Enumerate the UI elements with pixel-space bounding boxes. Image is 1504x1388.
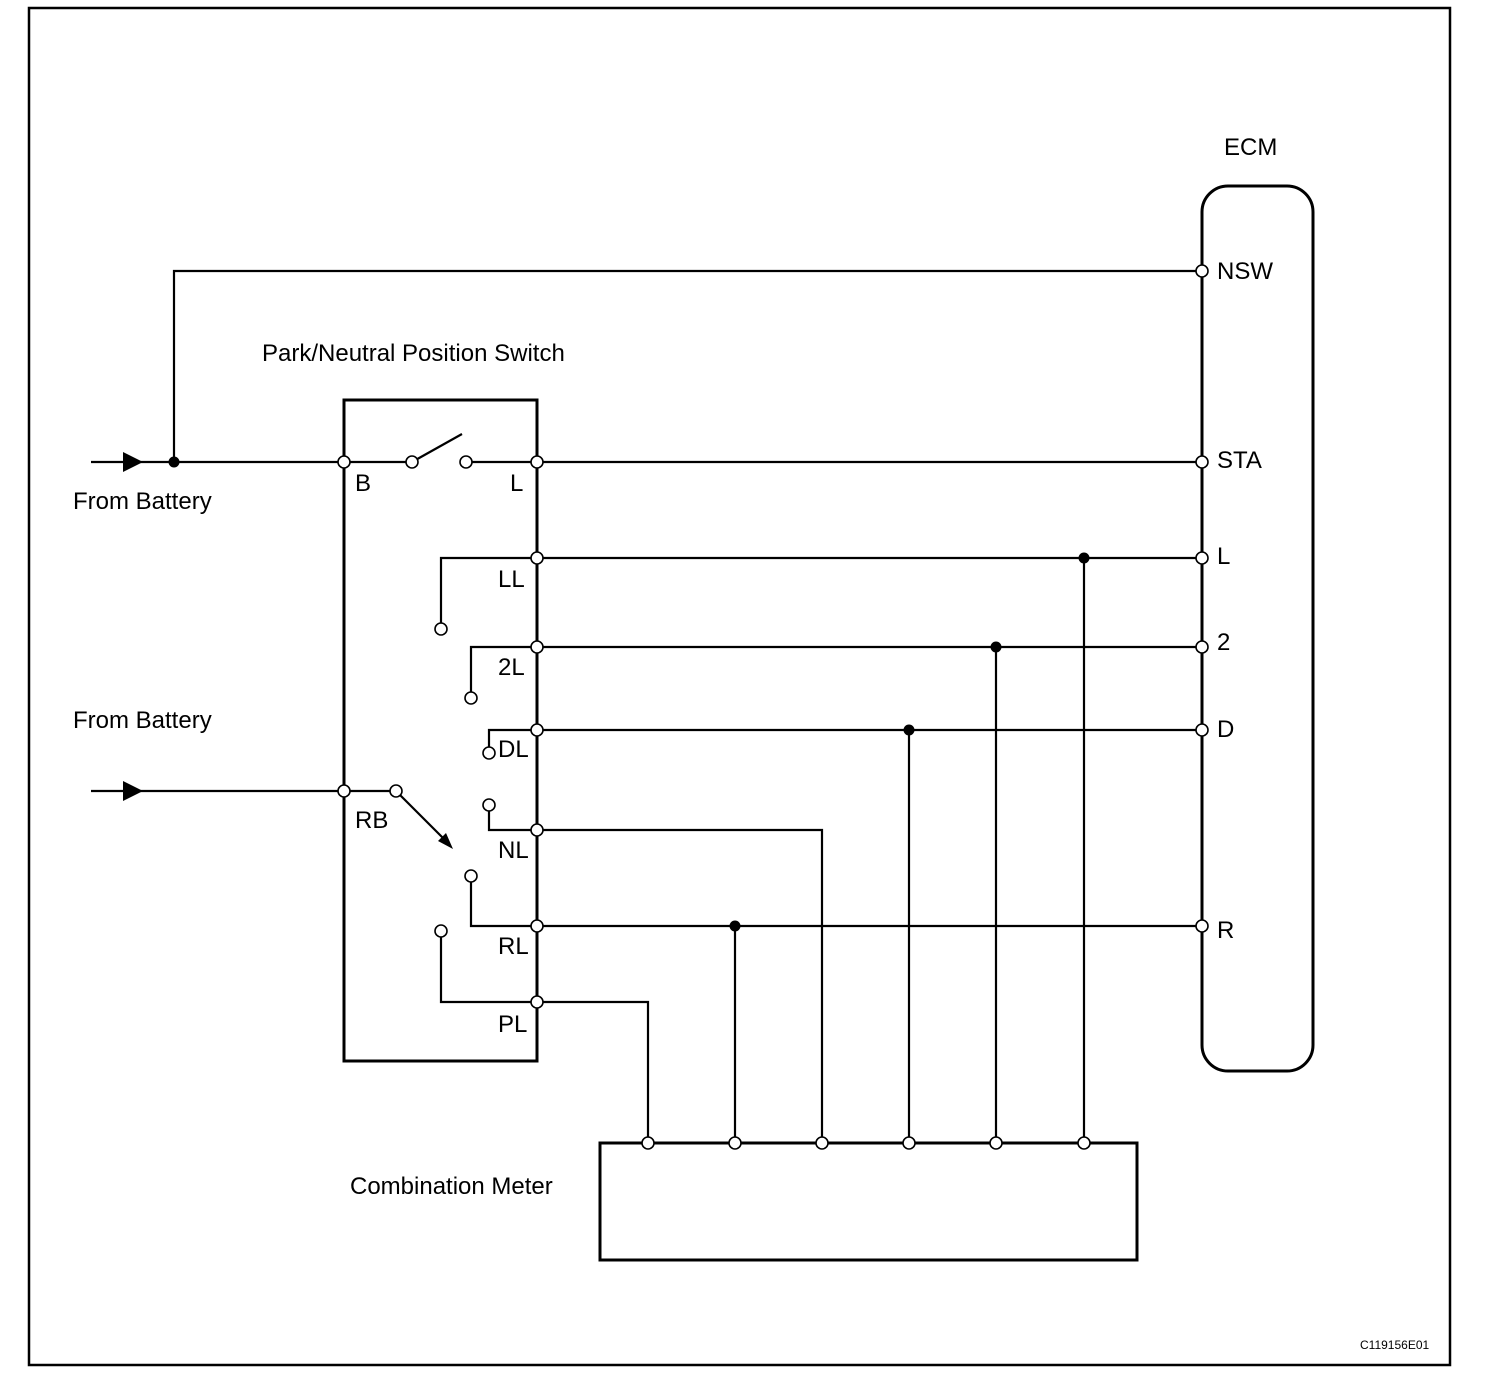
terminal-b-switch-contact: [459, 455, 473, 469]
from-battery-label-top: From Battery: [73, 488, 212, 515]
2l-internal-contact: [469, 645, 537, 698]
terminal-rl-contact: [464, 869, 478, 883]
pin-label-rb: RB: [355, 807, 388, 834]
terminal-2l-contact: [464, 691, 478, 705]
terminal-nl: [530, 823, 544, 837]
terminal-rl: [530, 919, 544, 933]
from-battery-label-bottom: From Battery: [73, 707, 212, 734]
combination-meter-label: Combination Meter: [350, 1173, 553, 1200]
pin-label-nl: NL: [498, 837, 529, 864]
terminal-dl-contact: [482, 746, 496, 760]
terminal-meter-3: [815, 1136, 829, 1150]
terminal-ecm-d: [1195, 723, 1209, 737]
terminal-dl: [530, 723, 544, 737]
terminal-ll: [530, 551, 544, 565]
nl-internal-contact: [487, 805, 537, 832]
ll-internal-contact: [439, 556, 537, 629]
battery1-arrow: [123, 452, 143, 472]
terminal-ll-contact: [434, 622, 448, 636]
junction-nsw: [168, 456, 180, 468]
pin-label-2l: 2L: [498, 654, 525, 681]
pin-label-l: L: [510, 470, 523, 497]
ecm-block: [1200, 184, 1315, 1073]
junction-l: [1078, 552, 1090, 564]
outer-frame: [27, 6, 1452, 1367]
junction-r: [729, 920, 741, 932]
combination-meter-block: [598, 1141, 1139, 1262]
pl-internal-contact: [439, 931, 537, 1004]
pin-label-b: B: [355, 470, 371, 497]
pin-label-ll: LL: [498, 566, 525, 593]
terminal-rb-pivot: [389, 784, 403, 798]
selector-arrow-head: [438, 833, 453, 849]
terminal-pl: [530, 995, 544, 1009]
figure-code: C119156E01: [1360, 1338, 1429, 1352]
terminal-ecm-nsw: [1195, 264, 1209, 278]
junction-2: [990, 641, 1002, 653]
terminal-b: [337, 455, 351, 469]
dl-internal-contact: [487, 728, 537, 753]
terminal-meter-6: [1077, 1136, 1091, 1150]
ecm-pin-r: R: [1217, 917, 1234, 944]
terminal-ecm-r: [1195, 919, 1209, 933]
terminal-ecm-2: [1195, 640, 1209, 654]
ecm-pin-2: 2: [1217, 629, 1230, 656]
rl-internal-contact: [469, 876, 537, 928]
ecm-pin-nsw: NSW: [1217, 258, 1273, 285]
pin-label-pl: PL: [498, 1011, 527, 1038]
pnp-switch-label: Park/Neutral Position Switch: [262, 340, 565, 367]
switch-b-blade: [411, 433, 463, 463]
terminal-ecm-l: [1195, 551, 1209, 565]
ecm-pin-sta: STA: [1217, 447, 1262, 474]
terminal-pl-contact: [434, 924, 448, 938]
selector-arrow-shaft: [395, 790, 449, 844]
junction-d: [903, 724, 915, 736]
pin-label-dl: DL: [498, 736, 529, 763]
terminal-l: [530, 455, 544, 469]
wire-nsw: [172, 269, 1202, 462]
pin-label-rl: RL: [498, 933, 529, 960]
terminal-meter-2: [728, 1136, 742, 1150]
terminal-meter-5: [989, 1136, 1003, 1150]
terminal-meter-1: [641, 1136, 655, 1150]
ecm-pin-l: L: [1217, 543, 1230, 570]
terminal-nl-contact: [482, 798, 496, 812]
battery2-arrow: [123, 781, 143, 801]
terminal-meter-4: [902, 1136, 916, 1150]
ecm-pin-d: D: [1217, 716, 1234, 743]
ecm-label: ECM: [1224, 134, 1277, 161]
wire-pl-meter: [537, 1000, 650, 1143]
terminal-b-switch-pivot: [405, 455, 419, 469]
terminal-rb: [337, 784, 351, 798]
wire-nl-meter: [537, 828, 824, 1143]
terminal-ecm-sta: [1195, 455, 1209, 469]
terminal-2l: [530, 640, 544, 654]
